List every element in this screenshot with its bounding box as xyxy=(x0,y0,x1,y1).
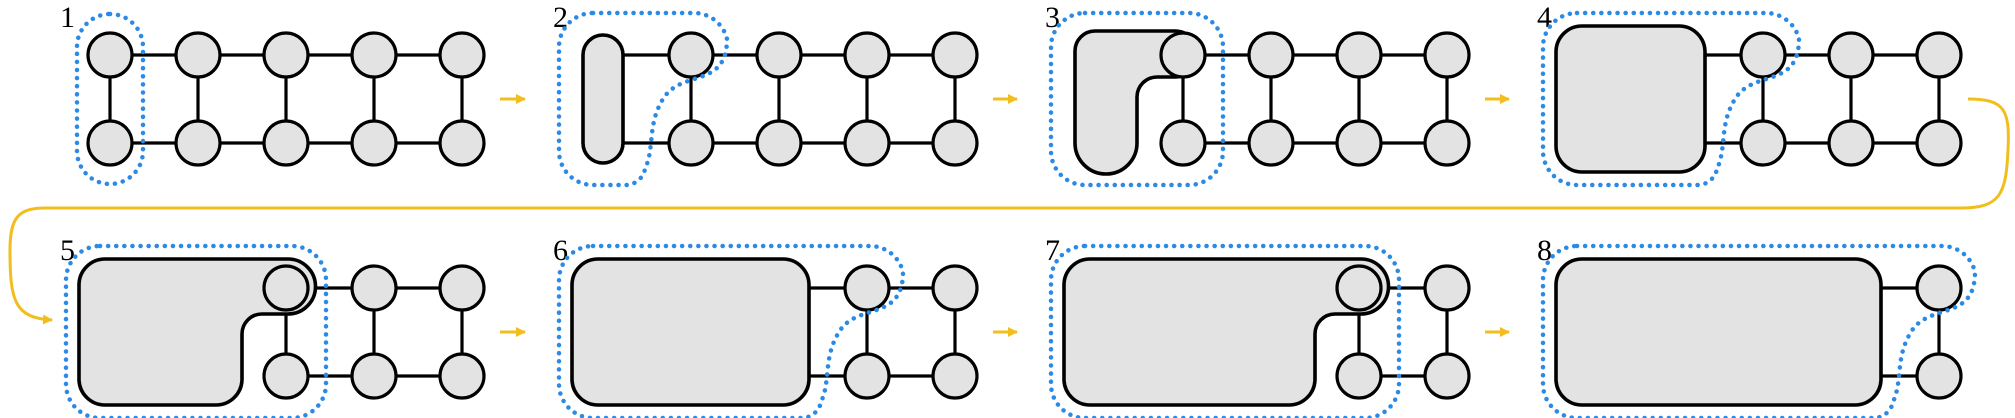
step-panel-2: 2 xyxy=(553,1,979,188)
step-label: 7 xyxy=(1045,234,1060,267)
merged-cluster xyxy=(77,257,318,407)
step-label: 1 xyxy=(60,1,75,34)
graph-nodes xyxy=(262,264,486,400)
step-panel-3: 3 xyxy=(1045,1,1471,188)
graph-node xyxy=(1739,31,1787,79)
graph-node xyxy=(438,264,486,312)
graph-node xyxy=(174,31,222,79)
graph-node xyxy=(438,31,486,79)
graph-node xyxy=(1335,119,1383,167)
step-panel-7: 7 xyxy=(1045,234,1471,418)
step-label: 8 xyxy=(1537,234,1552,267)
wrap-arrow xyxy=(8,97,2010,325)
graph-node xyxy=(1827,119,1875,167)
graph-nodes xyxy=(1739,31,1963,167)
graph-node xyxy=(86,119,134,167)
graph-node xyxy=(755,31,803,79)
graph-node xyxy=(1423,119,1471,167)
graph-node xyxy=(1423,352,1471,400)
graph-node xyxy=(667,31,715,79)
graph-node xyxy=(1423,264,1471,312)
graph-nodes xyxy=(667,31,979,167)
step-panel-6: 6 xyxy=(553,234,979,418)
graph-nodes xyxy=(1159,31,1471,167)
graph-node xyxy=(1335,352,1383,400)
graph-node xyxy=(1247,31,1295,79)
merged-cluster xyxy=(1062,257,1391,407)
step-label: 6 xyxy=(553,234,568,267)
graph-node xyxy=(1915,352,1963,400)
graph-node xyxy=(1335,264,1383,312)
dotted-region xyxy=(1048,243,1402,418)
step-label: 2 xyxy=(553,1,568,34)
graph-node xyxy=(1915,31,1963,79)
dotted-region xyxy=(556,10,730,188)
graph-node xyxy=(438,119,486,167)
merged-cluster xyxy=(570,257,811,407)
graph-node xyxy=(350,119,398,167)
graph-node xyxy=(1335,31,1383,79)
step-label: 5 xyxy=(60,234,75,267)
dotted-region xyxy=(74,11,146,187)
graph-node xyxy=(1827,31,1875,79)
step-panel-8: 8 xyxy=(1537,234,1978,418)
graph-nodes xyxy=(1915,264,1963,400)
graph-node xyxy=(262,31,310,79)
dotted-region xyxy=(63,243,329,418)
step-panel-4: 4 xyxy=(1537,1,1963,188)
graph-node xyxy=(1423,31,1471,79)
merged-cluster xyxy=(581,33,625,165)
graph-node xyxy=(262,119,310,167)
step-panel-5: 5 xyxy=(60,234,486,418)
graph-node xyxy=(350,352,398,400)
graph-node xyxy=(1915,264,1963,312)
dotted-region xyxy=(1540,10,1802,188)
graph-node xyxy=(174,119,222,167)
graph-node xyxy=(931,264,979,312)
graph-node xyxy=(1915,119,1963,167)
graph-edges xyxy=(1675,53,1941,145)
graph-node xyxy=(438,352,486,400)
graph-node xyxy=(86,31,134,79)
graph-node xyxy=(262,352,310,400)
graph-node xyxy=(843,31,891,79)
graph-node xyxy=(843,264,891,312)
graph-nodes xyxy=(1335,264,1471,400)
graph-node xyxy=(1159,31,1207,79)
graph-node xyxy=(262,264,310,312)
merged-cluster xyxy=(1554,24,1707,174)
graph-node xyxy=(755,119,803,167)
graph-node xyxy=(1247,119,1295,167)
dotted-region xyxy=(556,243,906,418)
graph-node xyxy=(931,119,979,167)
graph-node xyxy=(1739,119,1787,167)
graph-node xyxy=(350,264,398,312)
step-panel-1: 1 xyxy=(60,1,486,187)
step-label: 3 xyxy=(1045,1,1060,34)
graph-node xyxy=(843,119,891,167)
graph-nodes xyxy=(86,31,486,167)
merged-cluster xyxy=(1554,257,1883,407)
graph-node xyxy=(931,31,979,79)
graph-node xyxy=(350,31,398,79)
graph-node xyxy=(667,119,715,167)
graph-node xyxy=(843,352,891,400)
dotted-region xyxy=(1540,243,1978,418)
graph-node xyxy=(1159,119,1207,167)
graph-node xyxy=(931,352,979,400)
step-label: 4 xyxy=(1537,1,1552,34)
graph-nodes xyxy=(843,264,979,400)
dotted-region xyxy=(1048,10,1226,188)
